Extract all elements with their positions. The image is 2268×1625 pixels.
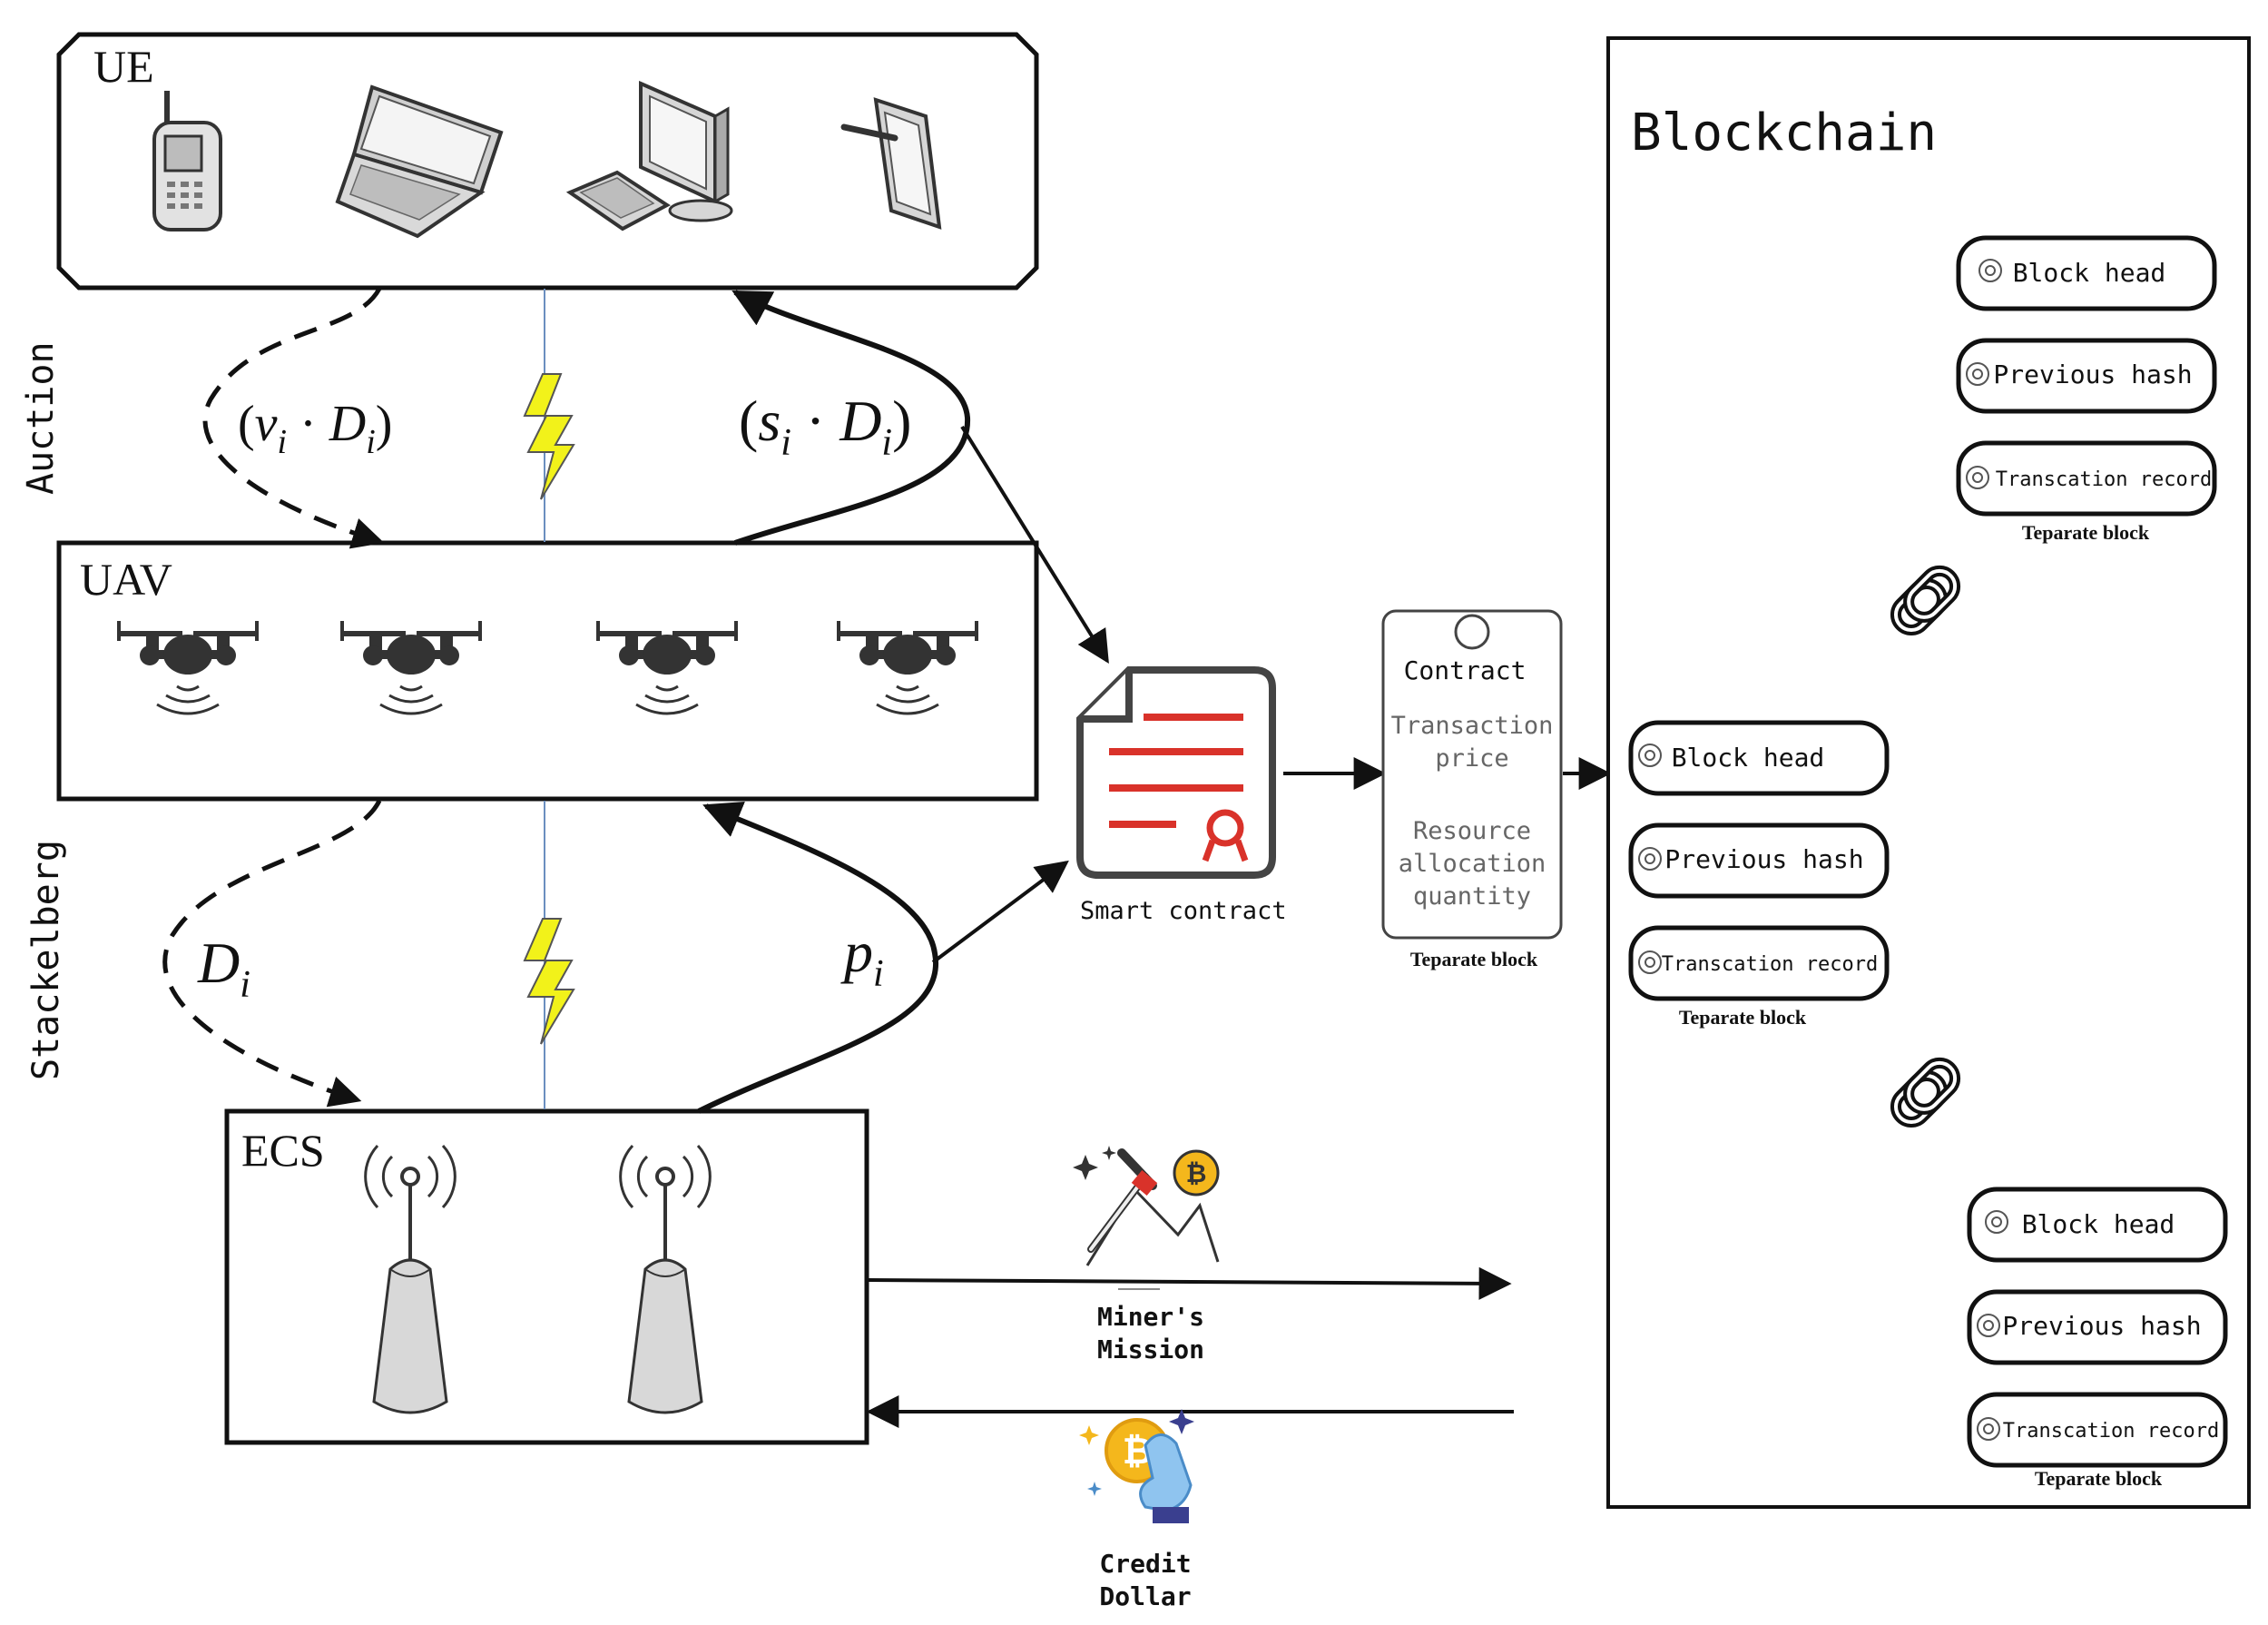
v-d-expression: (vi · Di) bbox=[238, 396, 392, 461]
tablet-stylus-icon bbox=[840, 97, 942, 230]
ue-label: UE bbox=[93, 41, 154, 92]
contract-title: Contract bbox=[1404, 655, 1527, 685]
ue-box bbox=[56, 32, 1039, 291]
d-expression: Di bbox=[197, 931, 250, 1006]
miner-mission-line-2: Mission bbox=[1097, 1334, 1204, 1364]
credit-dollar-line-1: Credit bbox=[1099, 1549, 1191, 1579]
previous-hash-label: Previous hash bbox=[1664, 844, 1863, 874]
lightning-icon bbox=[523, 918, 575, 1045]
block-caption: Teparate block bbox=[2022, 521, 2150, 544]
block-caption: Teparate block bbox=[1679, 1006, 1807, 1029]
uav-layer: UAV bbox=[56, 540, 1039, 802]
block-head-label: Block head bbox=[1672, 743, 1825, 773]
solid-arrow-uav-to-ue bbox=[731, 290, 971, 546]
contract-line-2: price bbox=[1435, 744, 1508, 773]
ecs-box bbox=[224, 1108, 869, 1445]
smart-contract-icon bbox=[1076, 666, 1276, 879]
block-2: Block head Previous hash Transcation rec… bbox=[1628, 720, 1890, 1029]
dashed-arrow-ue-to-uav bbox=[202, 287, 385, 549]
uav-label: UAV bbox=[80, 554, 172, 605]
bitcoin-hand-icon: ₿ bbox=[1079, 1409, 1194, 1523]
block-3: Block head Previous hash Transcation rec… bbox=[1967, 1187, 2228, 1490]
solid-arrow-ecs-to-uav bbox=[697, 801, 939, 1114]
desktop-computer-icon bbox=[565, 80, 733, 231]
contract-line-5: quantity bbox=[1413, 882, 1531, 911]
blockchain-title: Blockchain bbox=[1631, 103, 1937, 162]
transaction-record-label: Transcation record bbox=[1996, 468, 2212, 491]
uav-box bbox=[56, 540, 1039, 802]
laptop-icon bbox=[335, 84, 504, 239]
contract-line-1: Transaction bbox=[1391, 712, 1554, 740]
ecs-label: ECS bbox=[241, 1125, 325, 1176]
previous-hash-label: Previous hash bbox=[2002, 1311, 2201, 1341]
bitcoin-mining-icon: ₿ bbox=[1073, 1146, 1220, 1290]
arrow-to-smart-contract-2 bbox=[931, 860, 1069, 964]
s-d-expression: (si · Di) bbox=[739, 389, 911, 464]
ecs-layer: ECS bbox=[224, 1108, 869, 1445]
contract-line-3: Resource bbox=[1413, 817, 1531, 845]
arrow-to-smart-contract bbox=[960, 425, 1109, 665]
stackelberg-label: Stackelberg bbox=[25, 840, 67, 1080]
block-head-label: Block head bbox=[2013, 258, 2166, 288]
transaction-record-label: Transcation record bbox=[1662, 953, 1878, 976]
previous-hash-label: Previous hash bbox=[1993, 359, 2192, 389]
miner-mission-arrow bbox=[868, 1266, 1512, 1300]
credit-dollar-line-2: Dollar bbox=[1099, 1581, 1191, 1611]
wireless-links bbox=[523, 289, 575, 1109]
block-head-label: Block head bbox=[2022, 1209, 2175, 1239]
smart-contract-label: Smart contract bbox=[1080, 897, 1287, 925]
transaction-record-label: Transcation record bbox=[2003, 1420, 2219, 1443]
p-expression: pi bbox=[840, 920, 884, 995]
dashed-arrow-uav-to-ecs bbox=[162, 799, 382, 1108]
block-caption: Teparate block bbox=[2035, 1467, 2163, 1490]
contract-card: Contract Transaction price Resource allo… bbox=[1381, 609, 1563, 940]
contract-line-4: allocation bbox=[1399, 850, 1546, 878]
block-1: Block head Previous hash Transcation rec… bbox=[1956, 235, 2217, 544]
miner-mission-line-1: Miner's bbox=[1097, 1302, 1204, 1332]
auction-label: Auction bbox=[20, 341, 62, 495]
contract-caption: Teparate block bbox=[1410, 948, 1538, 970]
ue-layer: UE bbox=[56, 32, 1039, 291]
lightning-icon bbox=[523, 373, 575, 500]
mobile-phone-icon bbox=[152, 91, 222, 231]
svg-text:₿: ₿ bbox=[1186, 1158, 1207, 1188]
